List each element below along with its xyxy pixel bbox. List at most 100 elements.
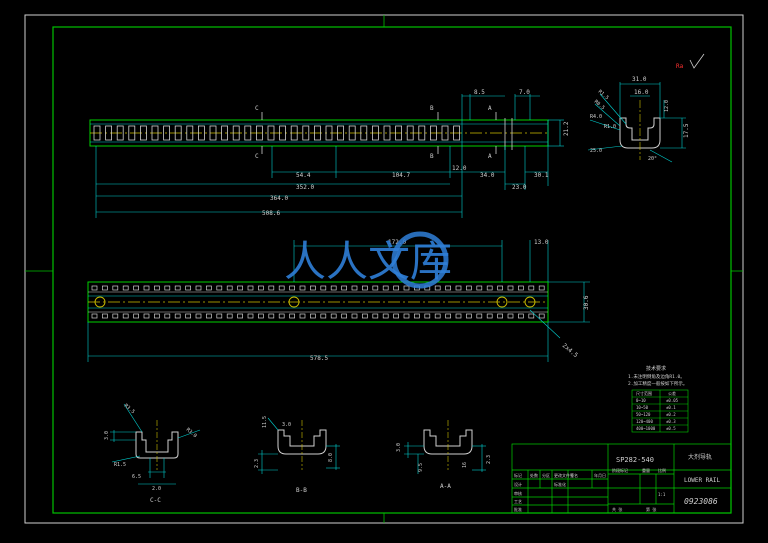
a-dim-16: 16	[462, 462, 468, 468]
slot	[206, 313, 212, 319]
slot	[122, 313, 129, 319]
slot	[164, 313, 171, 319]
notes-range: 400~1000	[636, 426, 656, 431]
slot	[393, 285, 399, 291]
slot	[441, 125, 449, 141]
title-block-label: 比例	[658, 467, 666, 473]
drawing-number: SP282-540	[616, 456, 654, 464]
slot	[128, 125, 136, 141]
slot	[466, 285, 472, 291]
slot	[382, 285, 389, 291]
slot	[206, 285, 212, 291]
notes-header-tol: 公差	[668, 390, 676, 396]
slot	[348, 125, 356, 141]
slot	[185, 313, 191, 319]
notes-line-1: 1.未注明倒角及边角R1.0。	[628, 373, 685, 380]
part-name-cn: 大剂导轨	[688, 453, 712, 461]
dim-30-6: 30.6	[583, 295, 590, 310]
slot	[507, 285, 514, 291]
slot	[424, 285, 431, 291]
b-dim-11-5: 11.5	[262, 416, 268, 428]
notes-tolerance: ±0.5	[666, 426, 676, 431]
section-c-c-label: C-C	[150, 497, 161, 504]
section-c-c: R3.5 3.0 R3.0 R1.5 6.5 2.0 C-C	[104, 403, 201, 504]
notes-tolerance: ±0.3	[666, 419, 676, 424]
slot	[528, 285, 535, 291]
slot	[278, 285, 285, 291]
dim-7-0: 7.0	[519, 89, 530, 96]
slot	[393, 313, 399, 319]
slot	[247, 285, 254, 291]
title-block-label: 签名	[570, 472, 578, 478]
slot	[414, 313, 420, 319]
c-dim-6-5: 6.5	[132, 474, 141, 480]
end-dim-r0-5: R0.5	[593, 99, 606, 111]
slot	[486, 285, 493, 291]
slot	[244, 125, 252, 141]
title-block-label: 第 张	[646, 506, 656, 512]
slot	[116, 125, 124, 141]
end-dim-r1: R1.0	[604, 124, 616, 130]
slot	[143, 313, 150, 319]
slot	[267, 125, 275, 141]
slot	[151, 125, 159, 141]
end-dim-12: 12.0	[664, 100, 670, 112]
slot	[143, 285, 150, 291]
dim-104-7: 104.7	[392, 172, 410, 179]
dim-30-1: 30.1	[534, 172, 549, 179]
a-dim-2-3: 2.3	[486, 455, 492, 464]
slot	[112, 313, 119, 319]
section-mark-b-top: B	[430, 105, 434, 112]
slot	[185, 285, 191, 291]
dim-352: 352.0	[296, 184, 314, 191]
notes-title: 技术要求	[646, 365, 666, 372]
slot	[133, 313, 139, 319]
lower-view: 172.0 13.0 30.6 578.5 2x4.5	[87, 239, 590, 362]
slot	[154, 285, 160, 291]
slot	[237, 285, 243, 291]
slot	[174, 313, 181, 319]
title-block-label: 阶段标记	[612, 467, 628, 473]
dim-364: 364.0	[270, 195, 288, 202]
slot	[163, 125, 171, 141]
part-name-en: LOWER RAIL	[684, 477, 721, 484]
slot	[371, 125, 379, 141]
title-block-label: 分区	[542, 472, 550, 478]
slot	[466, 313, 472, 319]
slot	[538, 285, 545, 291]
slot	[289, 285, 295, 291]
title-block-label: 重量	[642, 467, 650, 473]
slot	[497, 285, 503, 291]
slot	[418, 125, 426, 141]
slot	[278, 313, 285, 319]
slot	[455, 313, 462, 319]
section-b-b: 11.5 3.0 2.3 8.0 B-B	[254, 416, 340, 494]
slot	[268, 285, 275, 291]
slot	[518, 313, 524, 319]
notes-tolerance: ±0.2	[666, 412, 676, 417]
slot	[122, 285, 129, 291]
slot	[424, 313, 431, 319]
slot	[325, 125, 333, 141]
slot	[507, 313, 514, 319]
slot	[216, 285, 223, 291]
slot	[330, 313, 337, 319]
dim-21-2: 21.2	[563, 121, 570, 136]
slot	[362, 313, 368, 319]
slot	[216, 313, 223, 319]
slot	[102, 313, 108, 319]
slot	[174, 125, 182, 141]
c-dim-r3-5: R3.5	[123, 403, 136, 415]
technical-notes: 技术要求 1.未注明倒角及边角R1.0。 2.加工精度一般按如下所示。 尺寸范围…	[628, 365, 689, 433]
slot	[476, 313, 483, 319]
slot	[139, 125, 147, 141]
slot	[453, 125, 461, 141]
slot	[518, 285, 524, 291]
slot	[360, 125, 368, 141]
border-ticks	[25, 15, 743, 523]
c-dim-3: 3.0	[104, 431, 110, 440]
dim-8-5: 8.5	[474, 89, 485, 96]
slot	[290, 125, 298, 141]
b-dim-2-3: 2.3	[254, 459, 260, 468]
slot	[299, 285, 306, 291]
